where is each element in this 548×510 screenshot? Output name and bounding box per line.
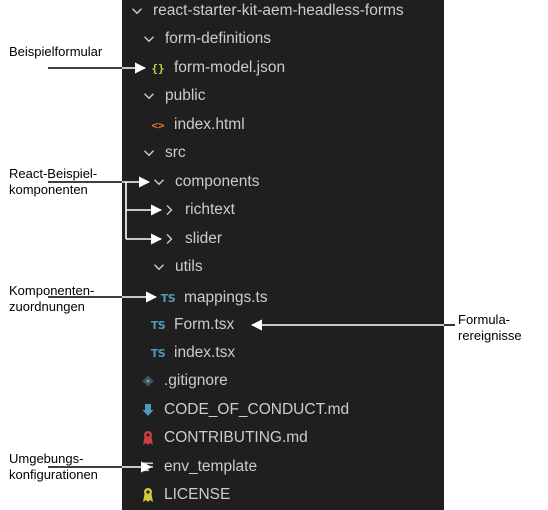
- file-label: form-model.json: [174, 59, 286, 76]
- annotation-text: zuordnungen: [9, 299, 85, 314]
- tree-file-code-of-conduct[interactable]: CODE_OF_CONDUCT.md: [140, 396, 444, 424]
- tree-folder-public[interactable]: public: [142, 82, 444, 110]
- tree-folder-src[interactable]: src: [142, 139, 444, 167]
- file-label: Form.tsx: [174, 316, 235, 333]
- file-label: CODE_OF_CONDUCT.md: [164, 401, 350, 418]
- chevron-down-icon: [142, 146, 156, 160]
- folder-label: richtext: [185, 201, 235, 218]
- license-file-icon: [140, 487, 156, 503]
- typescript-file-icon: TS: [150, 318, 166, 332]
- tree-file-license[interactable]: LICENSE: [140, 481, 444, 509]
- chevron-right-icon: [162, 232, 176, 246]
- file-label: index.tsx: [174, 344, 236, 361]
- file-label: LICENSE: [164, 486, 231, 503]
- file-label: CONTRIBUTING.md: [164, 429, 308, 446]
- chevron-right-icon: [162, 203, 176, 217]
- chevron-down-icon: [130, 4, 144, 18]
- chevron-down-icon: [142, 89, 156, 103]
- chevron-down-icon: [142, 32, 156, 46]
- file-explorer: react-starter-kit-aem-headless-forms for…: [122, 0, 444, 510]
- annotation-komponentenzuordnungen: Komponenten- zuordnungen: [9, 283, 94, 315]
- tree-folder-slider[interactable]: slider: [162, 225, 444, 253]
- file-label: env_template: [164, 458, 258, 475]
- typescript-file-icon: TS: [150, 346, 166, 360]
- tree-folder-richtext[interactable]: richtext: [162, 196, 444, 224]
- file-label: index.html: [174, 116, 245, 133]
- tree-file-gitignore[interactable]: .gitignore: [140, 367, 444, 395]
- file-label: .gitignore: [164, 372, 228, 389]
- folder-label: slider: [185, 230, 223, 247]
- annotation-text: Formula-: [458, 312, 511, 327]
- tree-file-index-tsx[interactable]: TS index.tsx: [150, 339, 444, 367]
- file-label: mappings.ts: [184, 289, 268, 306]
- json-file-icon: {}: [151, 61, 165, 75]
- chevron-down-icon: [152, 260, 166, 274]
- folder-label: form-definitions: [165, 30, 271, 47]
- html-file-icon: <>: [151, 118, 165, 132]
- markdown-file-icon: [140, 402, 156, 418]
- chevron-down-icon: [152, 175, 166, 189]
- annotation-react-beispielkomponenten: React-Beispiel- komponenten: [9, 166, 97, 198]
- annotation-text: Umgebungs-: [9, 451, 84, 466]
- tree-file-index-html[interactable]: <> index.html: [150, 111, 444, 139]
- tree-folder-components[interactable]: components: [152, 168, 444, 196]
- annotation-formulareignisse: Formula- rereignisse: [458, 312, 522, 344]
- folder-label: src: [165, 144, 186, 161]
- tree-file-contributing[interactable]: CONTRIBUTING.md: [140, 424, 444, 452]
- tree-file-mappings-ts[interactable]: TS mappings.ts: [160, 284, 444, 312]
- typescript-file-icon: TS: [160, 291, 176, 305]
- root-folder-label: react-starter-kit-aem-headless-forms: [153, 2, 404, 19]
- annotation-umgebungskonfigurationen: Umgebungs- konfigurationen: [9, 451, 98, 483]
- annotation-text: rereignisse: [458, 328, 522, 343]
- folder-label: public: [165, 87, 206, 104]
- ribbon-file-icon: [140, 430, 156, 446]
- annotation-text: Komponenten-: [9, 283, 95, 298]
- tree-folder-utils[interactable]: utils: [152, 253, 444, 281]
- annotation-text: Beispielformular: [9, 44, 103, 59]
- annotation-text: komponenten: [9, 182, 88, 197]
- annotation-text: React-Beispiel-: [9, 166, 98, 181]
- folder-label: utils: [175, 258, 203, 275]
- arrow-react-components: [48, 176, 163, 245]
- tree-file-form-tsx[interactable]: TS Form.tsx: [150, 311, 444, 339]
- git-file-icon: [140, 373, 156, 389]
- tree-file-form-model-json[interactable]: {} form-model.json: [150, 54, 444, 82]
- annotation-beispielformular: Beispielformular: [9, 44, 102, 60]
- folder-label: components: [175, 173, 260, 190]
- tree-folder-form-definitions[interactable]: form-definitions: [142, 25, 444, 53]
- annotation-text: konfigurationen: [9, 467, 98, 482]
- explorer-root[interactable]: react-starter-kit-aem-headless-forms: [130, 0, 444, 25]
